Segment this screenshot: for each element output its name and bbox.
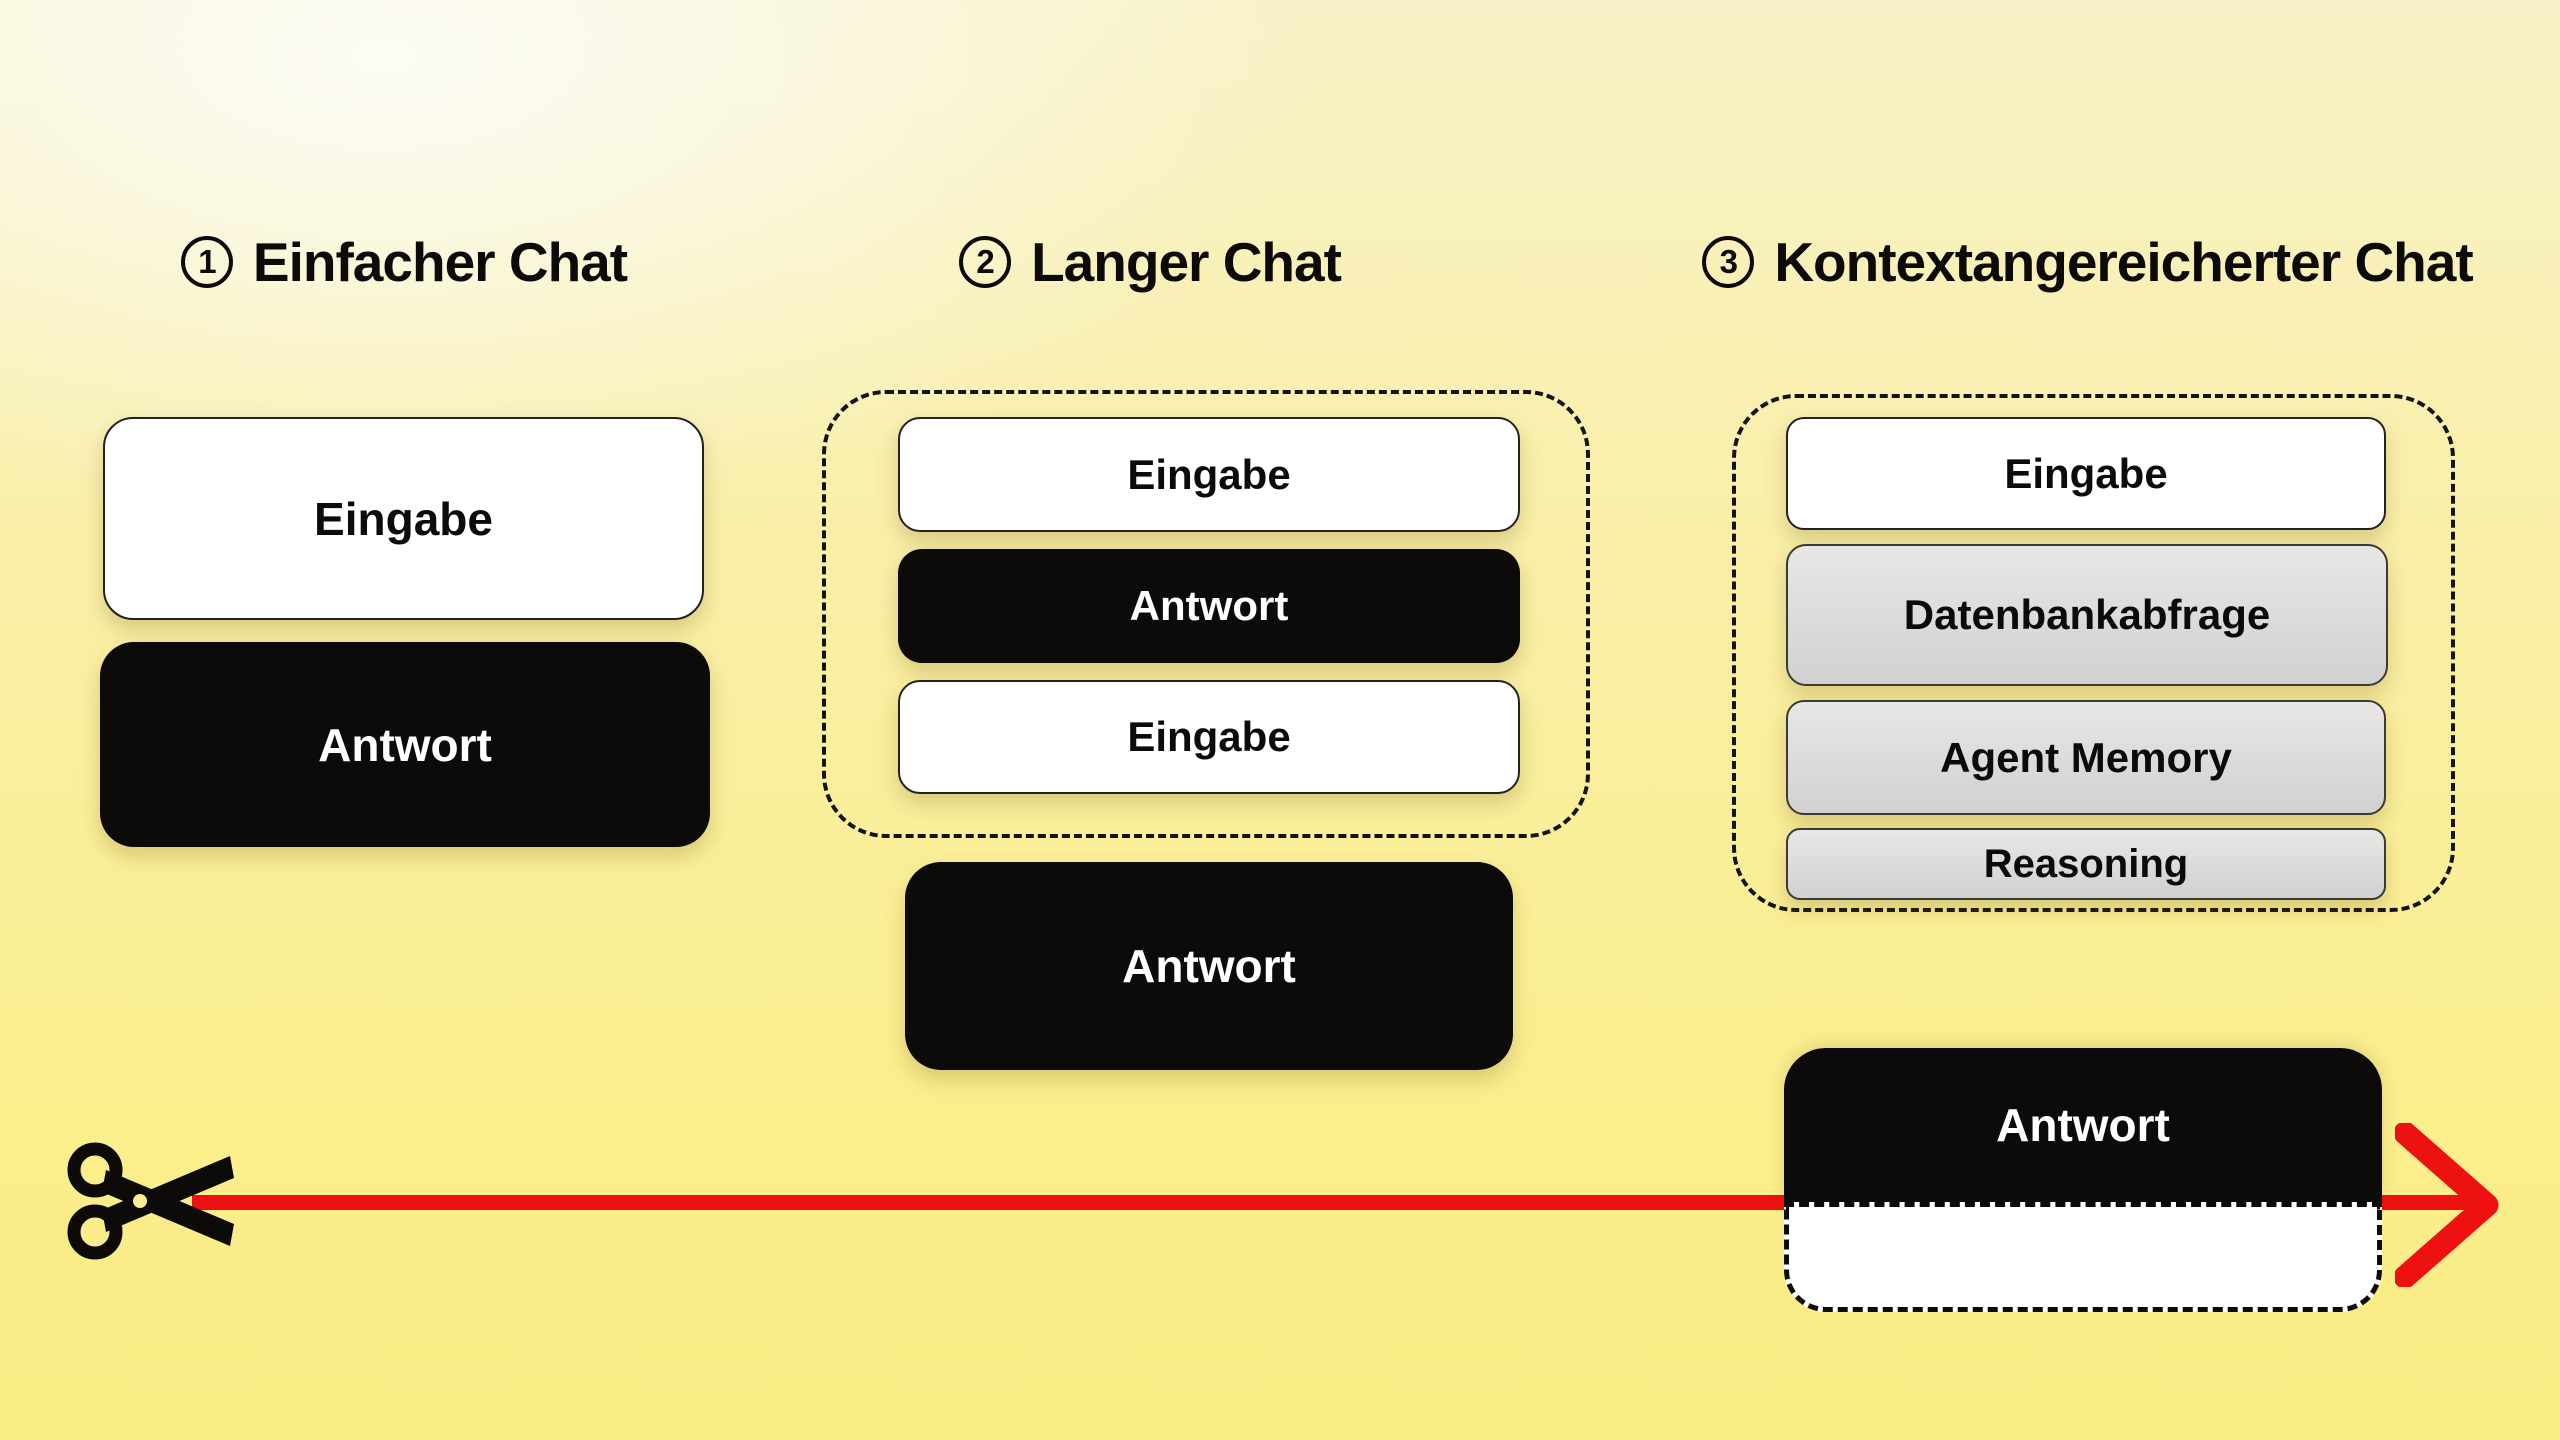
column-2-heading: 2 Langer Chat	[850, 230, 1450, 294]
col2-eingabe-box-2: Eingabe	[898, 680, 1520, 794]
column-3-title: Kontextangereicherter Chat	[1774, 231, 2473, 293]
col3-antwort-cut-box: Antwort	[1784, 1048, 2382, 1312]
col2-context-frame	[822, 390, 1590, 838]
col1-eingabe-box: Eingabe	[103, 417, 704, 620]
scissors-icon	[67, 1142, 234, 1260]
cut-box-white-half	[1784, 1202, 2382, 1312]
col3-datenbankabfrage-box: Datenbankabfrage	[1786, 544, 2388, 686]
col1-antwort-box: Antwort	[100, 642, 710, 847]
step-1-badge: 1	[180, 236, 233, 288]
col2-antwort-box: Antwort	[898, 549, 1520, 663]
col3-eingabe-box: Eingabe	[1786, 417, 2386, 530]
col3-reasoning-box: Reasoning	[1786, 828, 2386, 900]
column-1-heading: 1 Einfacher Chat	[104, 230, 704, 294]
step-2-badge: 2	[959, 236, 1012, 288]
column-1-title: Einfacher Chat	[252, 231, 628, 293]
arrow-right-icon	[2395, 1123, 2499, 1287]
col3-agent-memory-box: Agent Memory	[1786, 700, 2386, 815]
cut-box-black-half: Antwort	[1784, 1048, 2382, 1202]
col3-context-frame	[1732, 394, 2455, 912]
column-3-heading: 3 Kontextangereicherter Chat	[1655, 230, 2520, 294]
column-2-title: Langer Chat	[1031, 231, 1342, 293]
col2-eingabe-box-1: Eingabe	[898, 417, 1520, 532]
col2-result-antwort-box: Antwort	[905, 862, 1513, 1070]
step-3-badge: 3	[1702, 236, 1755, 288]
